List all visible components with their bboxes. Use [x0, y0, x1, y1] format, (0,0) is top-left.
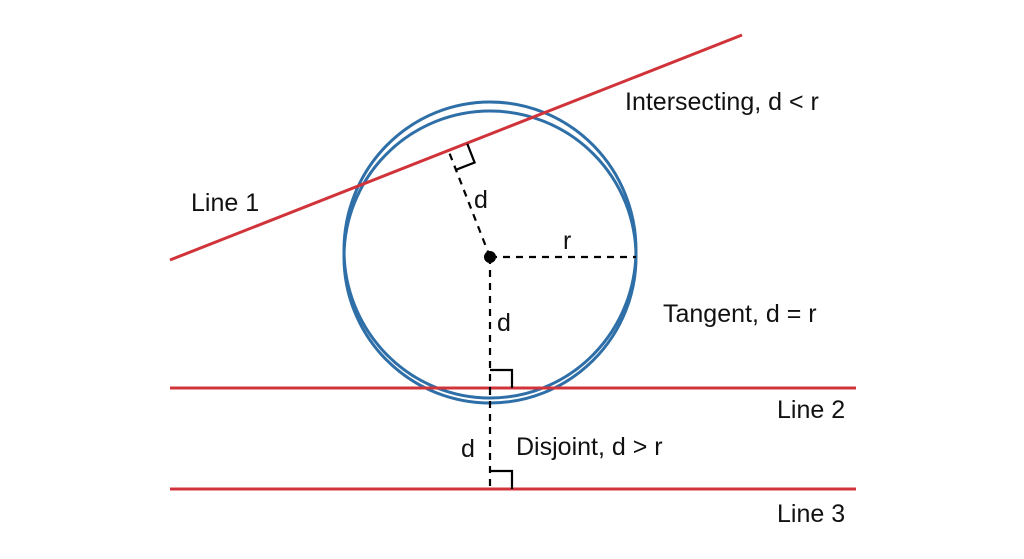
label-distance-line1: d: [474, 186, 488, 214]
label-line-3: Line 3: [777, 500, 845, 528]
right-angle-marker-line3: [490, 469, 514, 489]
label-line-2: Line 2: [777, 396, 845, 424]
label-distance-line3: d: [461, 435, 475, 463]
label-intersecting: Intersecting, d < r: [625, 88, 819, 116]
label-disjoint: Disjoint, d > r: [516, 433, 663, 461]
right-angle-marker-line1: [455, 143, 477, 171]
label-line-1: Line 1: [191, 189, 259, 217]
circle-center-point: [484, 251, 496, 263]
label-radius: r: [563, 227, 571, 255]
line-1: [169, 33, 743, 262]
circle-intersecting-position: [342, 100, 638, 400]
right-angle-marker-line2: [490, 368, 514, 388]
label-tangent: Tangent, d = r: [663, 300, 817, 328]
label-distance-line2: d: [497, 309, 511, 337]
